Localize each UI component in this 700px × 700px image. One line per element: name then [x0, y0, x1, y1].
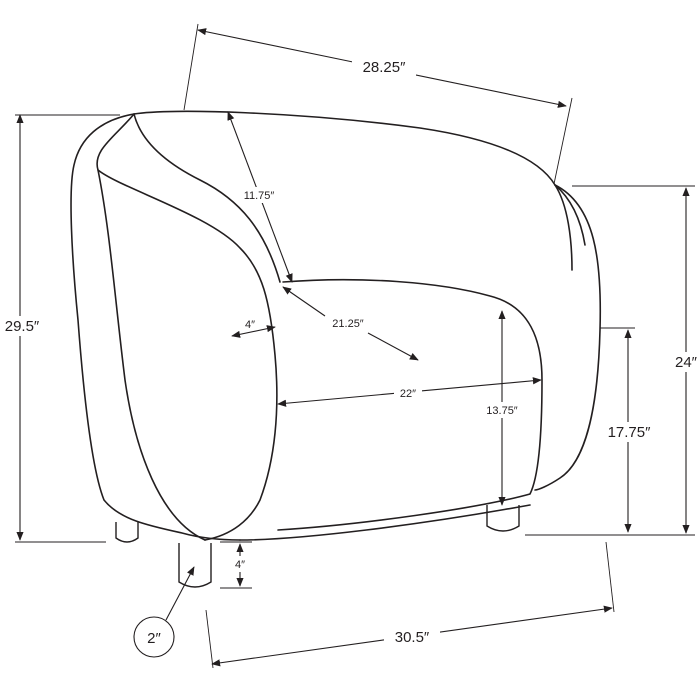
- chair-drawing: [70, 110, 602, 588]
- chair-right-arm: [534, 184, 602, 491]
- label-seat-depth: 21.25″: [332, 318, 364, 330]
- label-leg-height: 4″: [235, 559, 245, 571]
- chair-seat-front: [239, 504, 531, 541]
- chair-seat-cushion: [277, 278, 543, 531]
- label-seat-width: 22″: [400, 388, 416, 400]
- leg-diameter-callout-circle: [133, 616, 175, 658]
- label-seat-from-base: 13.75″: [486, 405, 518, 417]
- label-total-width: 30.5″: [395, 629, 430, 646]
- label-top-width: 28.25″: [363, 59, 407, 76]
- dim-line-seat-depth-b: [367, 332, 419, 361]
- dimension-lines: [16, 28, 690, 667]
- back-right-leg: [486, 505, 520, 532]
- chair-left-arm-front: [97, 169, 206, 541]
- dimension-labels: 28.25″ 29.5″ 24″ 11.75″ 4″ 21.25″ 22″ 13…: [0, 56, 700, 647]
- label-leg-diameter: 2″: [147, 630, 161, 647]
- dim-line-seat-depth-a: [282, 286, 326, 317]
- dim-line-leg-diameter: [165, 566, 195, 621]
- chair-left-arm-outer: [70, 113, 241, 541]
- label-arm-width: 4″: [245, 319, 255, 331]
- back-left-leg: [115, 522, 139, 543]
- label-seat-height: 17.75″: [608, 424, 652, 441]
- chair-right-arm-inner: [554, 184, 586, 246]
- extension-lines: [15, 23, 695, 669]
- label-inner-back: 11.75″: [244, 190, 275, 202]
- chair-back-top: [133, 110, 573, 271]
- label-arm-height: 24″: [675, 354, 698, 371]
- dim-line-arm-width: [231, 325, 276, 338]
- label-total-height: 29.5″: [5, 318, 40, 335]
- front-left-leg: [178, 543, 212, 588]
